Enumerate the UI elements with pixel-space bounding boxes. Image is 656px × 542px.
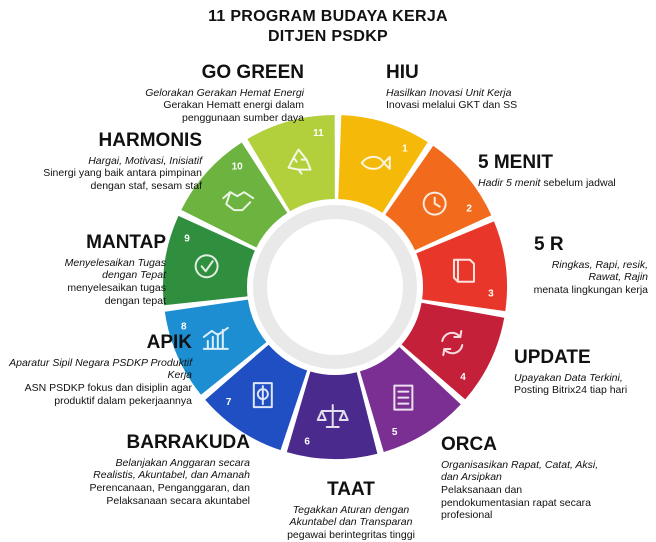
segment-description: menata lingkungan kerja (533, 283, 648, 296)
segment-number: 3 (488, 289, 494, 300)
segment-acronym: Aparatur Sipil Negara PSDKP Produktif Ke… (9, 356, 192, 382)
label-apik: APIK Aparatur Sipil Negara PSDKP Produkt… (6, 332, 192, 407)
clock-icon (422, 191, 447, 216)
segment-number: 1 (402, 144, 408, 155)
segment-name: BARRAKUDA (126, 432, 251, 453)
label-mantap: MANTAP Menyelesaikan Tugas dengan Tepat … (38, 232, 166, 307)
label-hiu: HIU Hasilkan Inovasi Unit Kerja Inovasi … (386, 62, 556, 112)
segment-name: HIU (386, 62, 419, 83)
chart-icon (202, 326, 229, 350)
segment-description: Posting Bitrix24 tiap hari (514, 384, 628, 397)
label-go-green: GO GREEN Gelorakan Gerakan Hemat Energi … (118, 62, 304, 125)
refresh-icon (441, 330, 464, 357)
segment-number: 5 (392, 427, 398, 438)
segment-name: APIK (146, 332, 192, 353)
segment-name: UPDATE (514, 347, 591, 368)
segment-description: Sinergi yang baik antara pimpinan dengan… (43, 167, 202, 192)
segment-name: TAAT (327, 479, 375, 500)
segment-number: 7 (226, 397, 232, 408)
segment-description: Perencanaan, Penganggaran, dan Pelaksana… (89, 481, 250, 507)
label-5-menit: 5 MENIT Hadir 5 menit sebelum jadwal (478, 152, 648, 189)
segment-description: pegawai berintegritas tinggi (287, 528, 415, 541)
check-circle-icon (194, 254, 219, 279)
segment-name: ORCA (441, 434, 497, 455)
segment-acronym: Hasilkan Inovasi Unit Kerja (386, 86, 512, 99)
segment-name: GO GREEN (201, 62, 304, 83)
segment-acronym: Upayakan Data Terkini, (514, 371, 623, 384)
segment-number: 6 (304, 437, 310, 448)
segment-description: ASN PSDKP fokus dan disiplin agar produk… (24, 381, 192, 407)
label-orca: ORCA Organisasikan Rapat, Catat, Aksi, d… (441, 434, 609, 522)
segment-description: Gerakan Hematt energi dalam penggunaan s… (163, 99, 304, 124)
segment-number: 9 (184, 234, 190, 245)
segment-number: 2 (466, 203, 472, 214)
segment-acronym: Tegakkan Aturan dengan Akuntabel dan Tra… (289, 503, 413, 529)
segment-name: MANTAP (86, 232, 166, 253)
segment-name: 5 MENIT (478, 152, 553, 173)
segment-acronym: Hadir 5 menit sebelum jadwal (478, 177, 648, 190)
segment-description: Pelaksanaan dan pendokumentasian rapat s… (441, 483, 592, 522)
segment-number: 4 (460, 372, 466, 383)
segment-acronym-italic: Hadir 5 menit (478, 176, 541, 189)
fish-icon (360, 155, 391, 170)
wheel-segment-5 (359, 347, 461, 452)
wheel-segment-4 (401, 302, 505, 400)
scales-icon (316, 403, 349, 428)
label-5-r: 5 R Ringkas, Rapi, resik, Rawat, Rajin m… (520, 234, 648, 297)
label-update: UPDATE Upayakan Data Terkini, Posting Bi… (514, 347, 654, 397)
wheel-segment-9 (163, 215, 255, 306)
wheel-center-inner (267, 219, 403, 355)
segment-acronym-suffix: sebelum jadwal (540, 176, 616, 189)
book-icon (452, 258, 475, 283)
wheel-segment-8 (164, 299, 267, 395)
wheel-segment-7 (205, 344, 308, 451)
diagram-title-line-2: DITJEN PSDKP (267, 28, 389, 45)
wheel-segment-2 (385, 145, 492, 251)
label-barrakuda: BARRAKUDA Belanjakan Anggaran secara Rea… (72, 432, 250, 507)
segment-acronym: Hargai, Motivasi, Inisiatif (88, 154, 202, 167)
segment-description: menyelesaikan tugas dengan tepat (67, 281, 166, 307)
diagram-title-line-1: 11 PROGRAM BUDAYA KERJA (208, 8, 448, 25)
handshake-icon (222, 191, 255, 212)
recycle-icon (287, 148, 312, 175)
segment-number: 11 (313, 128, 324, 139)
segment-acronym: Menyelesaikan Tugas dengan Tepat (64, 256, 166, 282)
wheel-segment-3 (416, 221, 507, 312)
money-icon (252, 382, 273, 409)
segment-name: HARMONIS (98, 130, 202, 151)
label-taat: TAAT Tegakkan Aturan dengan Akuntabel da… (276, 479, 426, 542)
checklist-icon (393, 384, 414, 411)
segment-acronym: Organisasikan Rapat, Catat, Aksi, dan Ar… (441, 458, 599, 484)
segment-number: 8 (181, 321, 187, 332)
label-harmonis: HARMONIS Hargai, Motivasi, Inisiatif Sin… (32, 130, 202, 193)
segment-description: Inovasi melalui GKT dan SS (386, 99, 518, 112)
segment-acronym: Belanjakan Anggaran secara Realistis, Ak… (93, 456, 250, 482)
segment-acronym: Gelorakan Gerakan Hemat Energi (145, 86, 304, 99)
segment-acronym: Ringkas, Rapi, resik, Rawat, Rajin (551, 258, 648, 284)
segment-name: 5 R (534, 234, 564, 255)
segment-number: 10 (232, 161, 244, 172)
